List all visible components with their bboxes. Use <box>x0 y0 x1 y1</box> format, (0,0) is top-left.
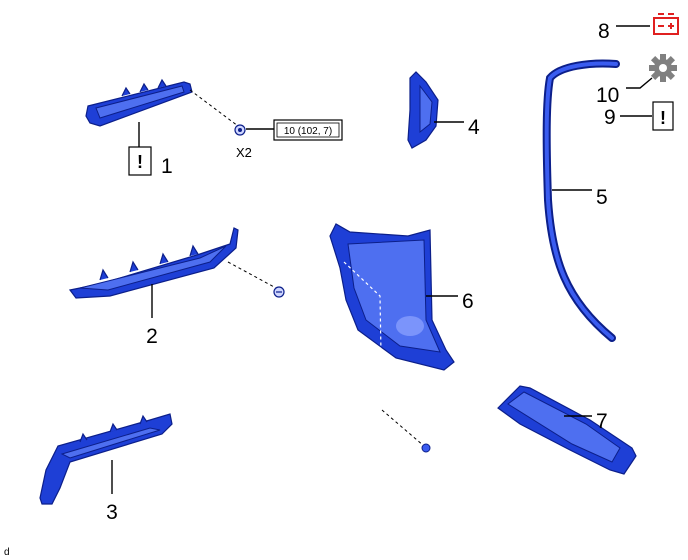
part-2-garnish <box>68 227 239 299</box>
callout-6: 6 <box>462 290 474 313</box>
corner-mark: d <box>4 547 10 558</box>
part-3-cover <box>39 413 173 505</box>
clip-icon <box>234 124 246 136</box>
callout-7: 7 <box>596 410 608 433</box>
torque-box <box>273 119 343 141</box>
callout-5: 5 <box>596 186 608 209</box>
callout-3: 3 <box>106 501 118 524</box>
part-4-bracket <box>407 71 439 149</box>
part-6-pillar-trim <box>329 223 455 371</box>
callout-1: 1 <box>161 155 173 178</box>
screw-icon <box>273 286 285 298</box>
part-7-scuff-plate <box>497 385 637 475</box>
fastener-line-6 <box>381 409 425 447</box>
battery-icon <box>653 13 679 35</box>
gear-icon <box>649 54 677 82</box>
part-5-weatherstrip <box>542 59 620 342</box>
caution-box-1 <box>128 146 152 176</box>
caution-mark-9: ! <box>660 108 666 128</box>
leader-10 <box>626 77 653 89</box>
fastener-line-6-inner <box>343 261 383 411</box>
callout-2: 2 <box>146 325 158 348</box>
clip-6-icon <box>421 443 431 453</box>
torque-value: 10 (102, 7) <box>284 126 332 137</box>
fastener-line-1 <box>189 89 239 127</box>
fastener-line-2 <box>227 261 277 289</box>
quantity-label: X2 <box>236 145 252 160</box>
caution-mark-1: ! <box>137 152 143 172</box>
part-1-garnish <box>85 78 193 127</box>
callout-8: 8 <box>598 20 610 43</box>
callout-10: 10 <box>596 84 619 107</box>
callout-9: 9 <box>604 106 616 129</box>
caution-icon <box>652 101 674 131</box>
callout-4: 4 <box>468 116 480 139</box>
